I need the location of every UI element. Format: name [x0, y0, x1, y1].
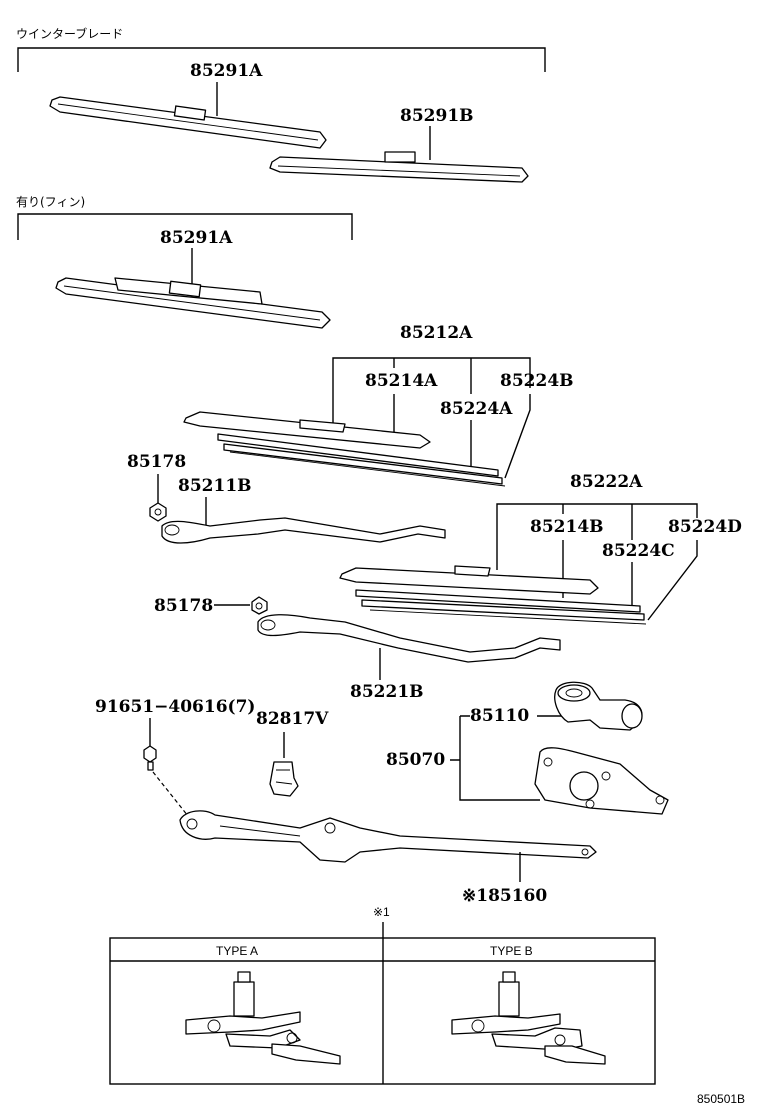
clip-82817v [269, 761, 299, 797]
blade-85291b [269, 151, 529, 183]
label-85160: ※185160 [462, 886, 547, 906]
blade-85222a [339, 565, 647, 625]
bolt-91651 [143, 745, 157, 771]
label-85224c: 85224C [602, 541, 675, 561]
blade-85291a-fin [55, 277, 331, 329]
label-85224b: 85224B [500, 371, 574, 391]
winter-blade-bracket [17, 47, 546, 72]
label-85070: 85070 [386, 750, 445, 770]
label-85291b: 85291B [400, 106, 474, 126]
type-b-header: TYPE B [490, 944, 533, 958]
bracket-85222a [496, 503, 698, 570]
leader-85224b [504, 394, 531, 479]
nut-85178-mid [251, 596, 268, 615]
label-85110: 85110 [470, 706, 529, 726]
label-82817v: 82817V [256, 709, 329, 729]
label-85214a: 85214A [365, 371, 438, 391]
blade-85291a-winter [49, 96, 327, 149]
label-85224a: 85224A [440, 399, 513, 419]
label-85291a-winter: 85291A [190, 61, 263, 81]
note-mark: ※1 [373, 905, 390, 919]
link-85160 [179, 810, 597, 863]
type-a-illustration [185, 971, 341, 1065]
type-b-illustration [451, 971, 606, 1065]
arm-85211b [161, 517, 446, 544]
nut-85178-top [149, 502, 167, 522]
bracket-plate-85070 [534, 747, 669, 815]
label-85178-top: 85178 [127, 452, 186, 472]
with-fin-bracket [17, 213, 353, 240]
label-85291a-fin: 85291A [160, 228, 233, 248]
winter-blade-label: ウインターブレード [16, 26, 123, 41]
diagram-code: 850501B [697, 1092, 745, 1106]
label-91651: 91651−40616(7) [95, 697, 255, 717]
label-85224d: 85224D [668, 517, 742, 537]
arm-85221b [257, 614, 561, 663]
type-a-header: TYPE A [216, 944, 258, 958]
label-85212a: 85212A [400, 323, 473, 343]
bracket-85070 [450, 715, 540, 801]
with-fin-label: 有り(フィン) [16, 195, 85, 209]
motor-85110 [554, 681, 643, 731]
label-85221b: 85221B [350, 682, 424, 702]
bracket-85212a [332, 357, 531, 428]
leader-85224d [647, 540, 698, 621]
blade-85212a [183, 411, 506, 487]
label-85178-mid: 85178 [154, 596, 213, 616]
label-85211b: 85211B [178, 476, 252, 496]
label-85222a: 85222A [570, 472, 643, 492]
label-85214b: 85214B [530, 517, 604, 537]
